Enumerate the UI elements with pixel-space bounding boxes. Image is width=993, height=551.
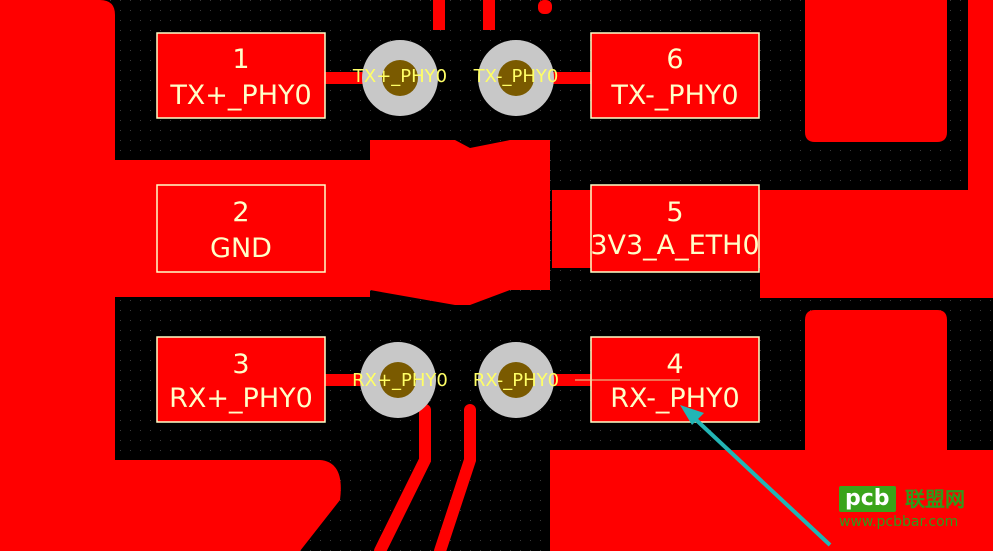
watermark-logo: pcb <box>839 486 896 512</box>
vias[interactable] <box>360 40 554 418</box>
via-net-label: TX-_PHY0 <box>473 66 559 87</box>
trace-top-left[interactable] <box>433 0 445 30</box>
pad-number: 6 <box>666 44 683 75</box>
trace-top-right[interactable] <box>483 0 495 30</box>
copper-region-bottom[interactable] <box>550 450 993 551</box>
pad-net-label: RX-_PHY0 <box>610 383 739 414</box>
via-net-label: TX+_PHY0 <box>352 66 447 87</box>
pad-net-label: 3V3_A_ETH0 <box>590 230 759 261</box>
via-net-labels: TX+_PHY0 TX-_PHY0 RX+_PHY0 RX-_PHY0 <box>352 66 559 391</box>
pad-net-label: GND <box>210 233 272 264</box>
pad-number: 3 <box>232 349 249 380</box>
watermark-url: www.pcbbar.com <box>839 514 959 530</box>
pad-5[interactable] <box>590 184 760 273</box>
via-net-label: RX-_PHY0 <box>473 370 559 391</box>
watermark-chinese-text: 联盟网 <box>905 487 965 511</box>
pad-net-label: TX-_PHY0 <box>610 80 738 111</box>
pad-net-label: RX+_PHY0 <box>169 383 313 414</box>
copper-region-top-right[interactable] <box>805 0 947 142</box>
copper-strip-right[interactable] <box>968 0 993 190</box>
watermark: pcb 联盟网 www.pcbbar.com <box>839 486 991 534</box>
pad-labels: 1 TX+_PHY0 6 TX-_PHY0 2 GND 5 3V3_A_ETH0… <box>169 44 759 414</box>
pad-6[interactable] <box>590 32 760 119</box>
gnd-pour-left[interactable] <box>0 0 550 551</box>
pad-number: 1 <box>232 44 249 75</box>
trace-rx-minus-down[interactable] <box>434 404 476 551</box>
pad-2[interactable] <box>156 184 326 273</box>
copper-fragment-top[interactable] <box>538 0 552 14</box>
pad-1[interactable] <box>156 32 326 119</box>
pad-3[interactable] <box>156 336 326 423</box>
pad-number: 4 <box>666 349 683 380</box>
pad-number: 5 <box>666 197 683 228</box>
pad-net-label: TX+_PHY0 <box>169 80 311 111</box>
via-net-label: RX+_PHY0 <box>352 370 448 391</box>
trace-rx-plus-down[interactable] <box>374 404 431 551</box>
pad-number: 2 <box>232 197 249 228</box>
pointer-arrow <box>680 405 832 547</box>
